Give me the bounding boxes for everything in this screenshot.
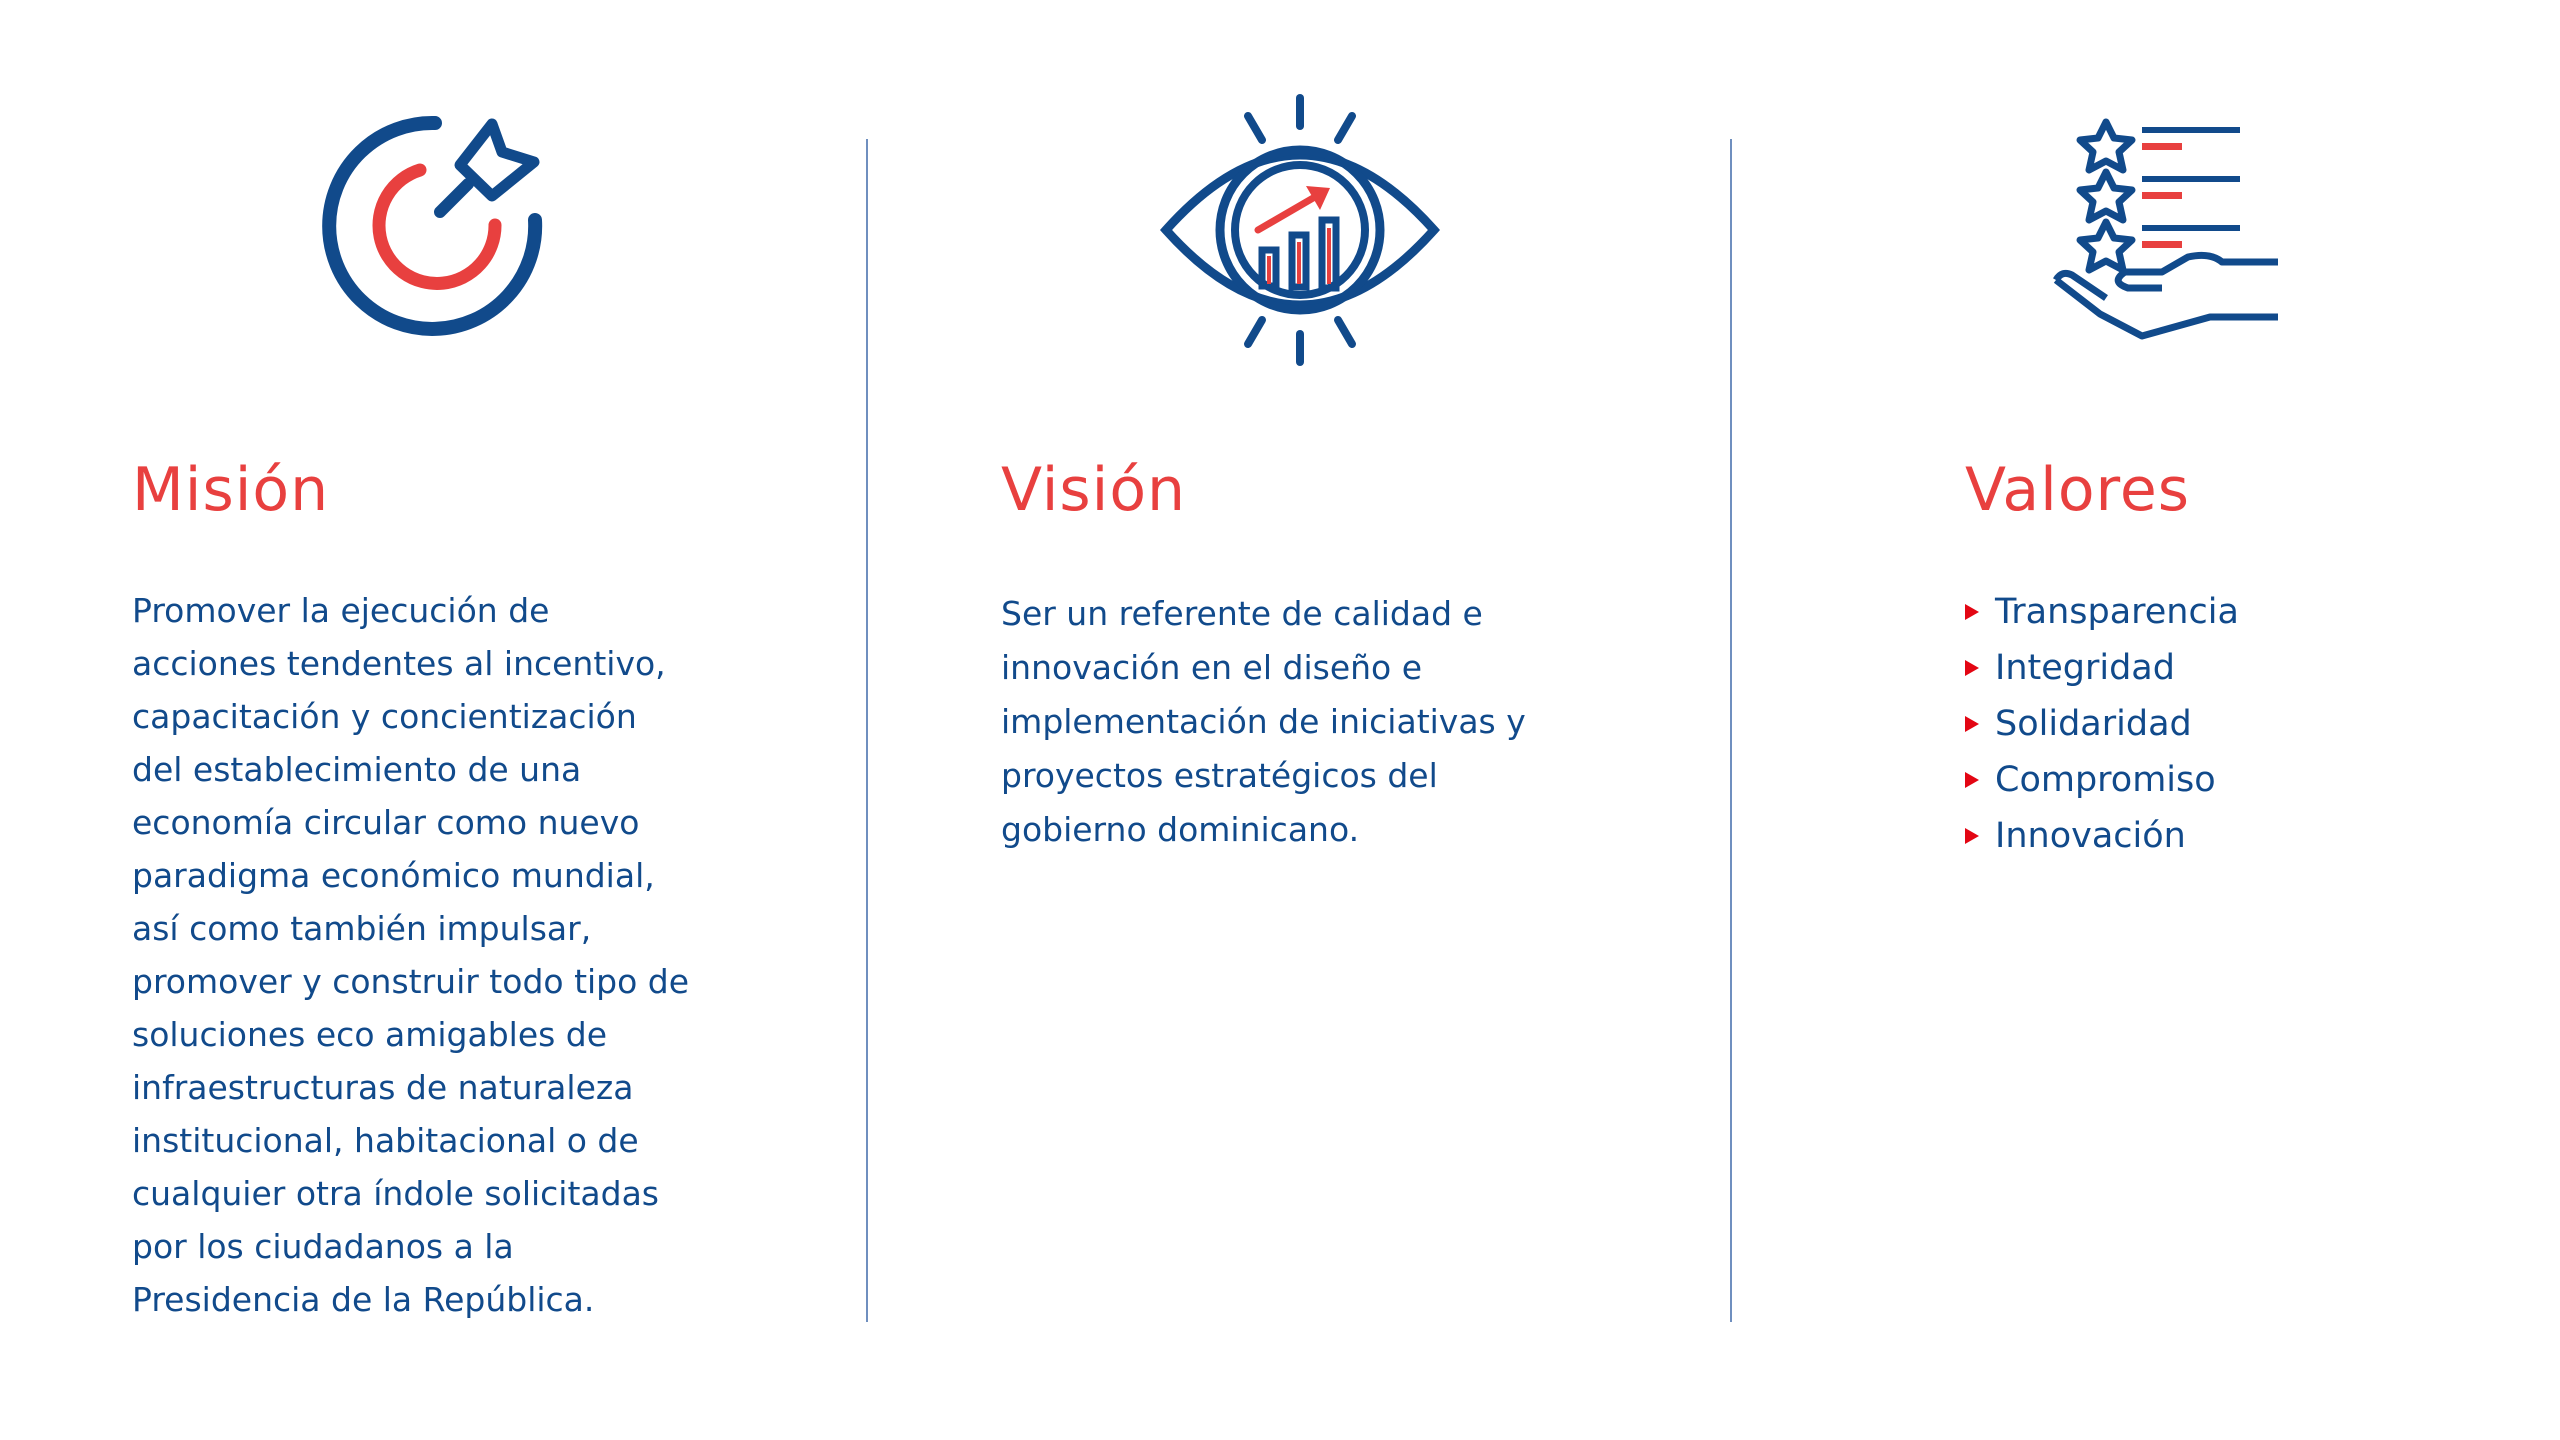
value-label: Compromiso (1995, 760, 2216, 800)
text-line: capacitación y concientización (132, 697, 637, 736)
text-line: proyectos estratégicos del (1001, 756, 1438, 795)
mision-text: Promover la ejecución de acciones tenden… (132, 584, 689, 1326)
text-line: del establecimiento de una (132, 750, 582, 789)
list-item: Solidaridad (1965, 696, 2239, 752)
list-item: Compromiso (1965, 752, 2239, 808)
valores-title: Valores (1965, 455, 2191, 525)
value-label: Solidaridad (1995, 704, 2192, 744)
list-item: Transparencia (1965, 584, 2239, 640)
text-line: paradigma económico mundial, (132, 856, 655, 895)
bullet-triangle-icon (1965, 828, 1979, 844)
text-line: promover y construir todo tipo de (132, 962, 690, 1001)
vision-text: Ser un referente de calidad e innovación… (1001, 587, 1526, 857)
text-line: por los ciudadanos a la (132, 1227, 514, 1266)
eye-chart-icon (1160, 94, 1440, 366)
text-line: innovación en el diseño e (1001, 648, 1423, 687)
value-label: Innovación (1995, 816, 2186, 856)
list-item: Integridad (1965, 640, 2239, 696)
vision-title: Visión (1001, 455, 1187, 525)
text-line: Presidencia de la República. (132, 1280, 595, 1319)
text-line: implementación de iniciativas y (1001, 702, 1526, 741)
column-divider (1730, 139, 1732, 1322)
text-line: así como también impulsar, (132, 909, 592, 948)
bullet-triangle-icon (1965, 716, 1979, 732)
text-line: economía circular como nuevo (132, 803, 640, 842)
text-line: Ser un referente de calidad e (1001, 594, 1483, 633)
value-label: Transparencia (1995, 592, 2239, 632)
bullet-triangle-icon (1965, 604, 1979, 620)
mision-title: Misión (132, 455, 330, 525)
text-line: institucional, habitacional o de (132, 1121, 639, 1160)
bullet-triangle-icon (1965, 660, 1979, 676)
value-label: Integridad (1995, 648, 2175, 688)
target-dart-icon (322, 115, 543, 336)
text-line: acciones tendentes al incentivo, (132, 644, 666, 683)
text-line: gobierno dominicano. (1001, 810, 1360, 849)
text-line: cualquier otra índole solicitadas (132, 1174, 659, 1213)
column-divider (866, 139, 868, 1322)
text-line: Promover la ejecución de (132, 591, 550, 630)
bullet-triangle-icon (1965, 772, 1979, 788)
hand-stars-list-icon (2052, 118, 2278, 340)
list-item: Innovación (1965, 808, 2239, 864)
values-list: Transparencia Integridad Solidaridad Com… (1965, 584, 2239, 864)
text-line: infraestructuras de naturaleza (132, 1068, 634, 1107)
text-line: soluciones eco amigables de (132, 1015, 608, 1054)
